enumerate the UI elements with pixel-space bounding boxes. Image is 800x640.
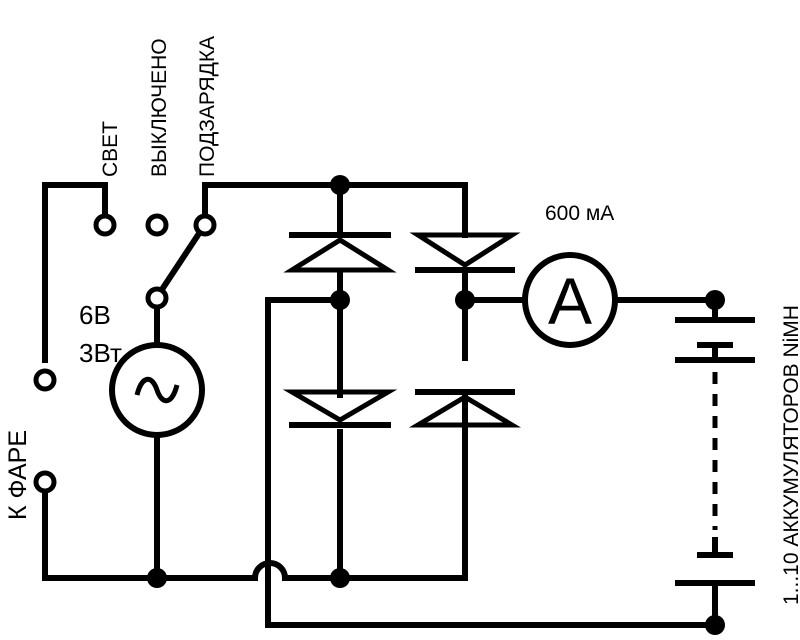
junction-dots xyxy=(147,175,725,635)
headlight-terminal-bottom xyxy=(33,470,57,494)
generator-power: 3Вт xyxy=(79,338,122,368)
terminals xyxy=(33,213,217,494)
ammeter: A xyxy=(522,252,618,348)
wire-light xyxy=(42,182,108,363)
switch-label-light: СВЕТ xyxy=(99,121,122,177)
switch-common xyxy=(145,286,169,310)
junction-dot xyxy=(705,290,725,310)
junction-dot xyxy=(330,175,350,195)
wire-return xyxy=(265,297,718,628)
junction-dot xyxy=(330,568,350,588)
junction-dot xyxy=(147,568,167,588)
diode-bottom-right xyxy=(408,389,522,428)
junction-dot xyxy=(455,290,475,310)
battery-label: 1...10 АККУМУЛЯТОРОВ NiMH xyxy=(780,305,800,605)
switch-contact-light xyxy=(93,213,117,237)
wires xyxy=(42,182,718,628)
switch-lever xyxy=(152,227,205,302)
switch-label-off: ВЫКЛЮЧЕНО xyxy=(148,38,171,177)
headlight-terminal-top xyxy=(33,368,57,392)
diode-top-left xyxy=(283,232,397,273)
switch-contact-off xyxy=(145,213,169,237)
switch-contact-charge xyxy=(193,213,217,237)
junction-dot xyxy=(330,290,350,310)
diode-bridge xyxy=(282,232,522,428)
generator-voltage: 6В xyxy=(79,300,111,330)
junction-dot xyxy=(705,615,725,635)
wire-bottom-rail xyxy=(42,489,258,581)
ammeter-current: 600 мА xyxy=(545,202,614,225)
generator-symbol xyxy=(109,342,205,438)
battery-cells xyxy=(675,317,755,586)
headlight-label: К ФАРЕ xyxy=(4,430,32,520)
diode-top-right xyxy=(409,232,521,273)
diode-bottom-left xyxy=(282,389,398,428)
ac-wave-icon xyxy=(134,376,180,404)
ammeter-symbol: A xyxy=(548,264,592,338)
switch-label-charge: ПОДЗАРЯДКА xyxy=(196,36,219,177)
